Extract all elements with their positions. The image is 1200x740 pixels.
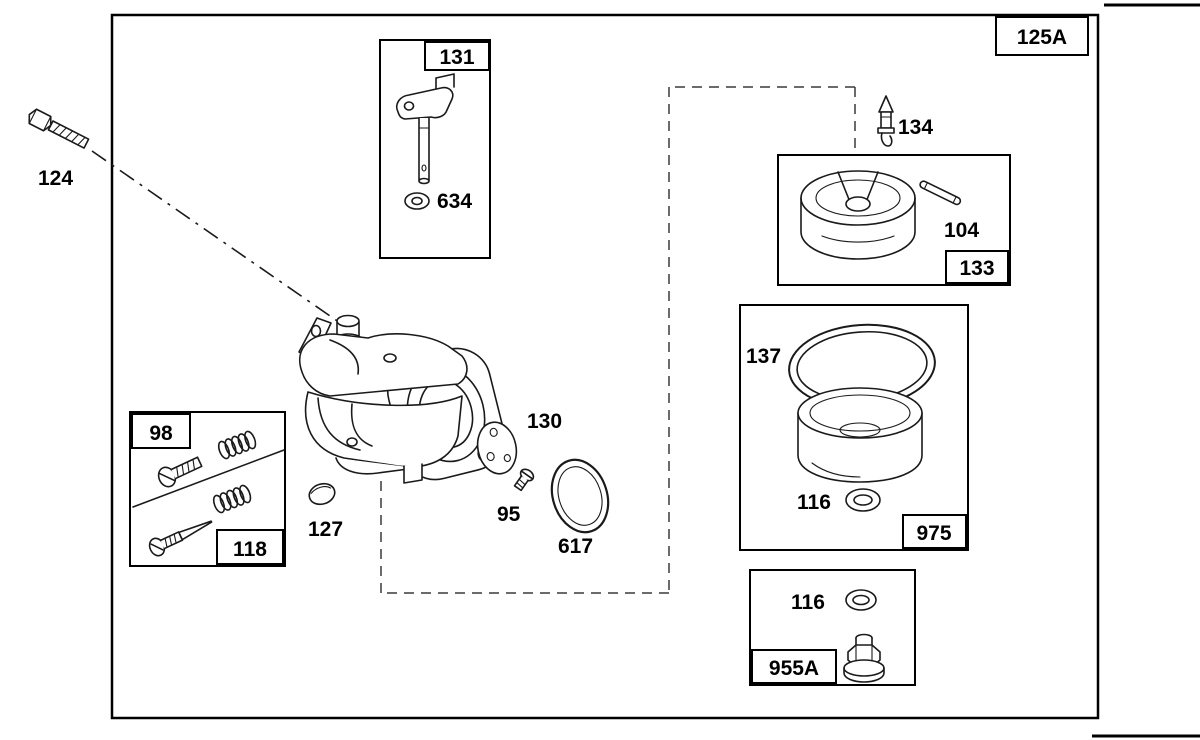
label-98: 98 bbox=[149, 422, 173, 445]
frame-tag-box bbox=[995, 16, 1089, 56]
box-118-tag bbox=[216, 529, 284, 565]
label-131: 131 bbox=[439, 46, 474, 69]
box-divider-line bbox=[132, 449, 285, 508]
label-133: 133 bbox=[959, 257, 994, 280]
box-975-tag bbox=[902, 514, 967, 549]
label-137: 137 bbox=[746, 345, 781, 368]
label-617: 617 bbox=[558, 535, 593, 558]
box-955A-nut: 116 955A bbox=[749, 569, 916, 686]
fuel-bowl bbox=[797, 387, 923, 483]
box-131-tag bbox=[424, 41, 490, 71]
label-955A: 955A bbox=[769, 657, 819, 680]
label-118: 118 bbox=[233, 538, 267, 561]
box-98-118-frame bbox=[129, 411, 286, 567]
float-pin-104 bbox=[919, 180, 962, 206]
label-130: 130 bbox=[527, 410, 562, 433]
carburetor-assembly bbox=[298, 314, 506, 484]
inlet-needle-134: 134 bbox=[877, 95, 933, 147]
spring-118 bbox=[212, 484, 252, 514]
label-116-bowl: 116 bbox=[797, 491, 831, 514]
box-975-bowl: 137 116 975 bbox=[739, 304, 969, 551]
throttle-plate-130: 130 bbox=[476, 410, 562, 475]
label-124: 124 bbox=[38, 167, 73, 190]
box-98-tag bbox=[131, 413, 191, 449]
spring-98 bbox=[217, 430, 257, 460]
bowl-washer-116 bbox=[845, 488, 881, 512]
frame-tag-label: 125A bbox=[1017, 26, 1067, 49]
bolt-124: 124 bbox=[28, 108, 357, 335]
box-133-tag bbox=[945, 250, 1009, 284]
throttle-shaft-part bbox=[395, 73, 455, 185]
float-part bbox=[800, 170, 916, 260]
box-131 bbox=[379, 39, 491, 259]
label-634: 634 bbox=[437, 190, 472, 213]
box-133-frame bbox=[777, 154, 1011, 286]
nut-washer-116 bbox=[845, 589, 877, 611]
box-131-throttle-shaft: 131 634 bbox=[379, 39, 491, 259]
frame-tag-125A: 125A bbox=[995, 16, 1089, 56]
label-116-nut: 116 bbox=[791, 591, 825, 614]
bowl-nut bbox=[843, 633, 885, 683]
dashed-reference-lines bbox=[380, 86, 856, 594]
o-ring-617: 617 bbox=[550, 458, 610, 558]
label-104: 104 bbox=[944, 219, 979, 242]
label-127: 127 bbox=[308, 518, 343, 541]
washer-634 bbox=[404, 192, 430, 210]
needle-screw-118 bbox=[148, 520, 213, 557]
leader-line-124 bbox=[91, 150, 357, 335]
label-95: 95 bbox=[497, 503, 521, 526]
box-975-frame bbox=[739, 304, 969, 551]
idle-screw-98 bbox=[157, 456, 203, 488]
box-133-float: 104 133 bbox=[777, 154, 1011, 286]
screw-95: 95 bbox=[497, 468, 535, 526]
welch-plug-127: 127 bbox=[308, 482, 343, 541]
diagram-frame bbox=[110, 13, 1100, 720]
box-955A-tag bbox=[751, 649, 837, 684]
label-975: 975 bbox=[916, 522, 951, 545]
box-955A-frame bbox=[749, 569, 916, 686]
box-98-118: 98 118 bbox=[129, 411, 286, 567]
label-134: 134 bbox=[898, 116, 933, 139]
